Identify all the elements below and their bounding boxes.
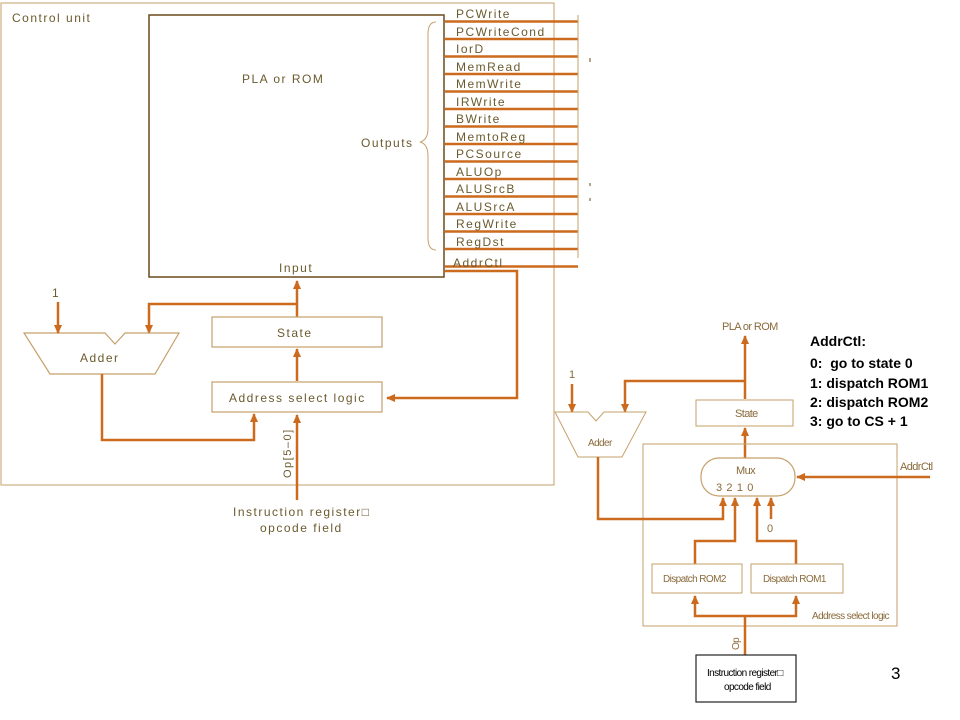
addrctl-wire: [386, 269, 519, 402]
op-to-rom2-wire: [691, 595, 745, 618]
output-label: ALUOp: [456, 165, 503, 179]
output-labels: PCWrite PCWriteCond IorD MemRead MemWrit…: [453, 7, 546, 270]
mux: [700, 457, 796, 497]
address-select-detail: PLA or ROM 1 Adder State Mux 3 2 1 0 Add…: [554, 321, 933, 703]
instruction-register-small: [695, 654, 797, 703]
pla-rom-label: PLA or ROM: [242, 72, 324, 86]
state-register: [211, 316, 383, 348]
output-label: MemWrite: [456, 77, 522, 91]
adder-feedback-wire: [145, 302, 297, 334]
output-label: IRWrite: [456, 95, 506, 109]
legend-item: 2: dispatch ROM2: [810, 394, 928, 410]
mux-inputs-label: 3 2 1 0: [716, 482, 753, 494]
constant-one: 1: [52, 286, 60, 300]
dispatch-rom1-label: Dispatch ROM1: [763, 574, 827, 585]
pla-rom-small-label: PLA or ROM: [722, 321, 778, 333]
control-unit-label: Control unit: [12, 11, 91, 25]
legend-item: 1: dispatch ROM1: [810, 375, 928, 391]
address-select-logic-small-label: Address select logic: [812, 611, 890, 622]
zero-constant-label: 0: [767, 523, 773, 535]
output-label: RegDst: [456, 235, 505, 249]
adder-output-wire: [100, 374, 258, 442]
control-unit: Control unit PLA or ROM Outputs: [0, 2, 591, 535]
rom2-to-mux-wire: [693, 497, 739, 564]
output-label: MemRead: [456, 60, 522, 74]
adder-label: Adder: [80, 351, 120, 365]
constant-one-small: 1: [569, 369, 575, 381]
legend-item: 0: go to state 0: [810, 355, 913, 371]
dispatch-rom2-label: Dispatch ROM2: [663, 574, 727, 585]
output-wires: [445, 20, 578, 268]
instruction-register-line1: Instruction register□: [233, 505, 370, 519]
legend-item: 3: go to CS + 1: [810, 413, 908, 429]
instruction-register-small-line2: opcode field: [724, 682, 771, 693]
adder-shape: [22, 332, 181, 375]
op-label: Op[5–0]: [282, 428, 294, 478]
input-label: Input: [279, 261, 313, 275]
state-feedback-wire: [621, 379, 745, 413]
page-number: 3: [891, 664, 900, 683]
dispatch-rom2: [651, 563, 743, 594]
legend-title: AddrCtl:: [810, 333, 866, 349]
op-small-label: Op: [731, 637, 742, 650]
adder-small-shape: [554, 411, 647, 458]
address-select-logic-frame: [642, 443, 898, 627]
output-label: RegWrite: [456, 217, 518, 231]
rom1-to-mux-wire: [753, 497, 798, 564]
addrctl-legend: AddrCtl: 0: go to state 0 1: dispatch RO…: [810, 333, 928, 429]
control-unit-frame: [0, 2, 555, 486]
output-label: MemtoReg: [456, 130, 527, 144]
output-label: PCWriteCond: [456, 25, 546, 39]
output-label: PCWrite: [456, 7, 511, 21]
output-label: IorD: [456, 42, 485, 56]
output-label: ALUSrcA: [456, 200, 516, 214]
address-select-logic: [211, 381, 383, 413]
op-to-rom1-wire: [745, 595, 800, 618]
state-label: State: [277, 326, 313, 340]
pla-rom-block: [148, 14, 445, 278]
mux-label: Mux: [736, 465, 756, 477]
output-label: PCSource: [456, 147, 523, 161]
addrctl-label: AddrCtl: [453, 256, 504, 270]
instruction-register-line2: opcode field: [260, 521, 343, 535]
outputs-label: Outputs: [361, 136, 414, 150]
adder-small-label: Adder: [588, 438, 613, 449]
output-label: BWrite: [456, 112, 501, 126]
state-small-label: State: [735, 408, 758, 420]
output-label: ALUSrcB: [456, 182, 516, 196]
state-small: [695, 399, 794, 427]
addrctl-small-label: AddrCtl: [900, 461, 933, 473]
adder-to-mux-wire: [596, 457, 727, 521]
address-select-logic-label: Address select logic: [229, 391, 366, 405]
instruction-register-small-line1: Instruction register□: [707, 668, 783, 679]
dispatch-rom1: [750, 563, 844, 594]
outputs-brace: [419, 21, 437, 251]
